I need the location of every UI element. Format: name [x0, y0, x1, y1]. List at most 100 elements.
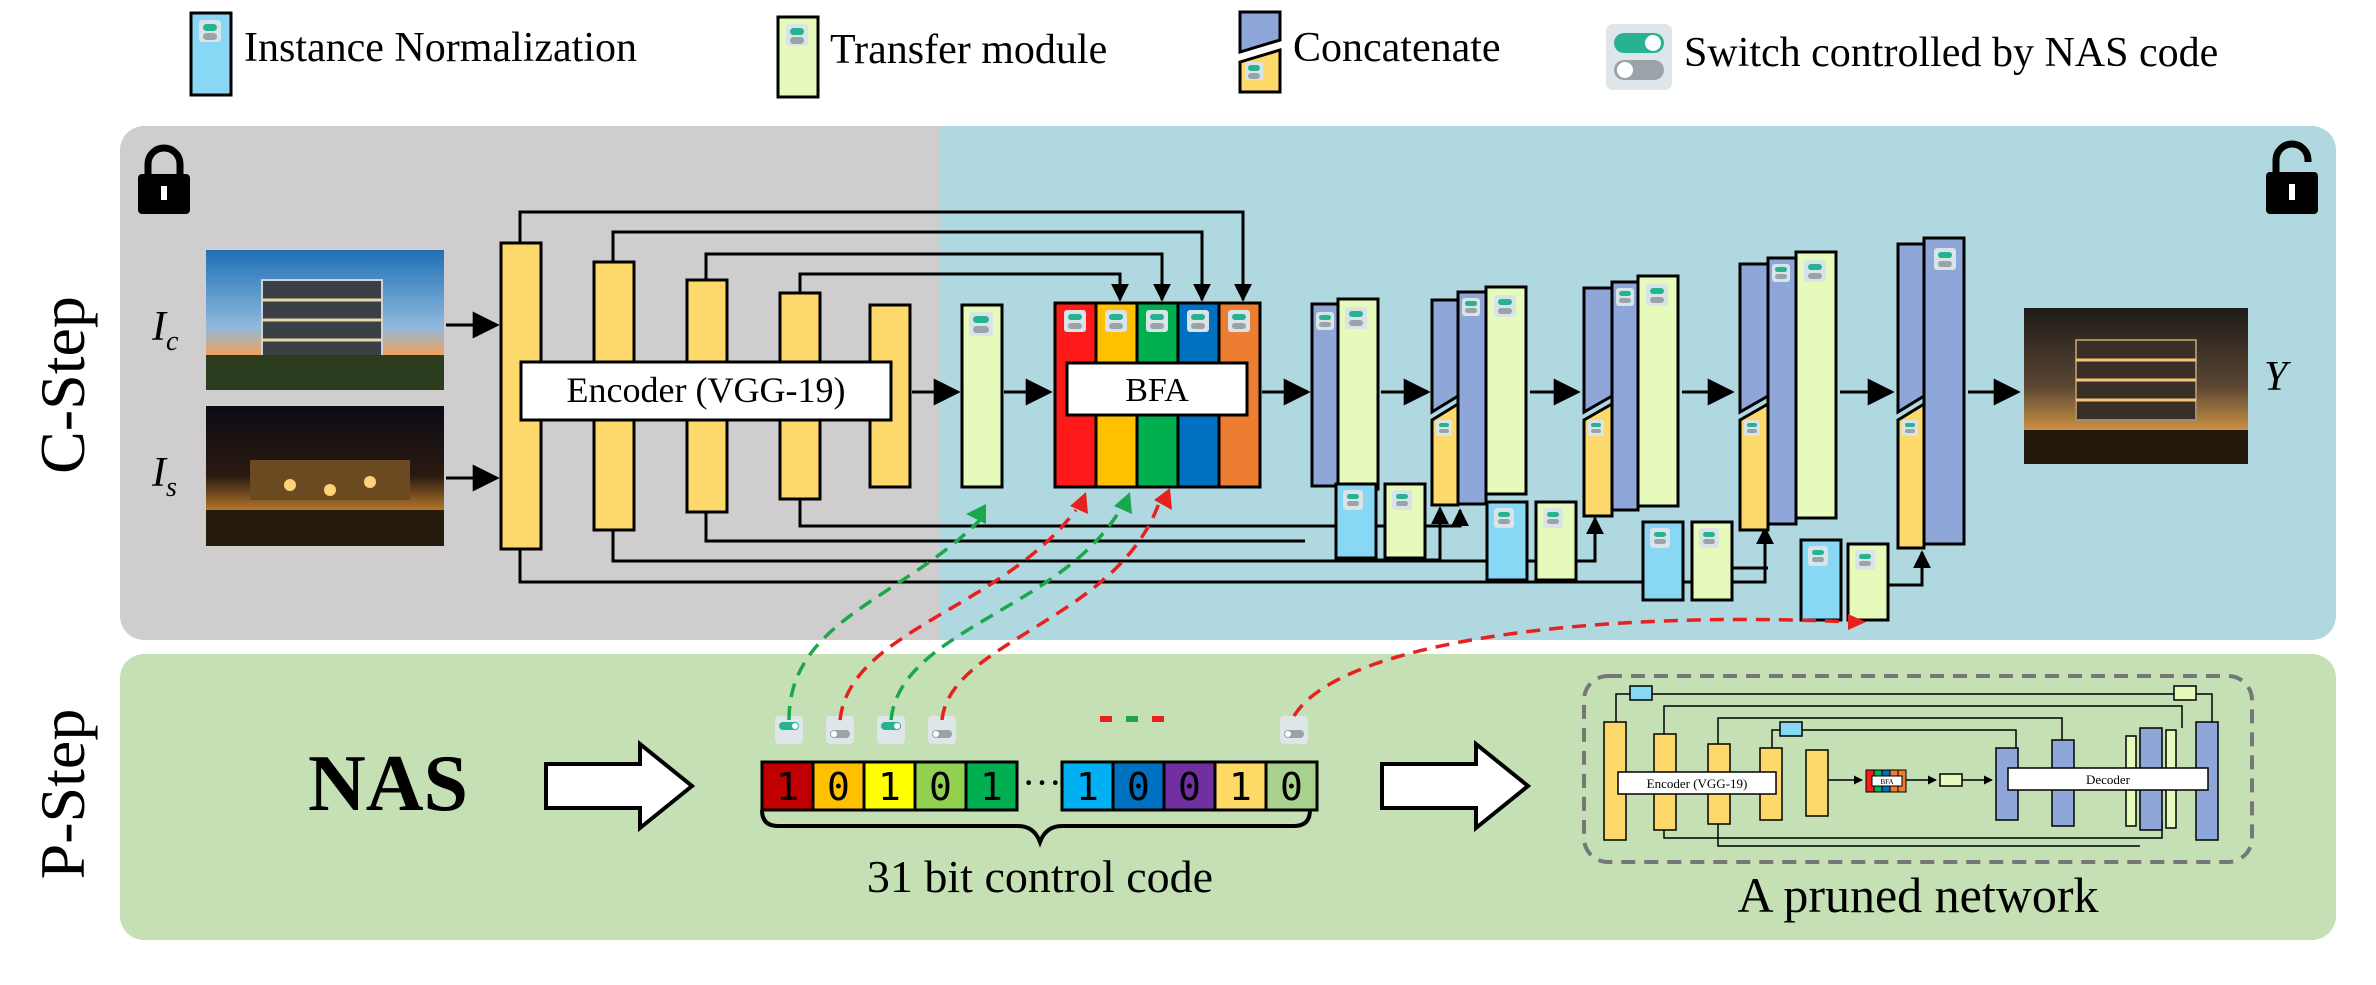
code-bit: 1 — [964, 760, 1019, 812]
switch-icon — [1543, 508, 1563, 528]
bfa-block: BFA — [1053, 301, 1262, 489]
switch-icon — [1462, 298, 1480, 316]
code-bit-value: 0 — [929, 765, 952, 809]
switch-icon — [1343, 490, 1363, 510]
switch-icon — [969, 312, 993, 336]
code-bit-value: 0 — [827, 765, 850, 809]
code-bit-value: 0 — [1127, 765, 1150, 809]
output-image — [2024, 308, 2248, 464]
legend-concat-label: Concatenate — [1293, 25, 1501, 71]
switch-icon — [786, 24, 808, 46]
skip-connections-top — [518, 210, 1252, 302]
switch-icon — [1902, 420, 1918, 436]
concat-layer — [1738, 262, 1770, 415]
switch-icon — [1105, 310, 1127, 332]
transfer-module — [1794, 250, 1838, 520]
legend-instance-norm-swatch — [189, 11, 233, 97]
code-bit-value: 1 — [776, 765, 799, 809]
concat-layer — [1582, 286, 1614, 415]
switch-icon — [1064, 310, 1086, 332]
decoder-block — [1582, 274, 1734, 602]
code-bit-value: 1 — [980, 765, 1003, 809]
switch-icon — [1616, 288, 1634, 306]
switch-icon — [199, 20, 221, 42]
decoder-block — [1310, 297, 1427, 560]
bfa-label-box — [1065, 361, 1249, 417]
skip-connections-bottom — [518, 499, 1931, 587]
switch-icon — [1808, 546, 1828, 566]
switch-icon — [1146, 310, 1168, 332]
pruned-bfa-label: BFA — [1880, 778, 1893, 786]
code-ellipsis: ··· — [1022, 760, 1062, 805]
switch-icon — [1650, 528, 1670, 548]
decoder-block — [1430, 285, 1578, 582]
switch-icon — [1345, 307, 1367, 329]
code-brace — [760, 809, 1312, 848]
code-bit-value: 1 — [878, 765, 901, 809]
transfer-module — [960, 303, 1004, 489]
style-input-label: Is — [151, 450, 177, 503]
switch-icon — [1280, 716, 1308, 744]
code-bit-value: 1 — [1229, 765, 1252, 809]
legend-transfer-swatch — [776, 15, 820, 99]
code-caption: 31 bit control code — [867, 851, 1213, 902]
code-bit: 1 — [1060, 760, 1115, 812]
decoder-block — [1738, 250, 1890, 622]
pruned-encoder-label: Encoder (VGG-19) — [1647, 776, 1748, 791]
switch-icon — [1606, 24, 1672, 90]
switch-icon — [1187, 310, 1209, 332]
concat-layer — [1896, 401, 1926, 550]
switch-icon — [775, 716, 803, 744]
content-input-label: Ic — [151, 304, 179, 357]
bfa-label: BFA — [1125, 372, 1189, 409]
switch-icon — [1804, 260, 1826, 282]
style-image — [206, 406, 444, 546]
switch-icon — [826, 716, 854, 744]
transfer-module — [1636, 274, 1680, 508]
switch-icon — [1855, 550, 1875, 570]
pruned-network: Encoder (VGG-19) BFA Decoder — [1582, 674, 2254, 864]
concat-layer — [1430, 298, 1460, 415]
transfer-module — [2173, 685, 2197, 701]
switch-icon — [1436, 420, 1452, 436]
instance-norm — [1629, 685, 1653, 701]
code-bit-value: 0 — [1280, 765, 1303, 809]
switch-icon — [1646, 284, 1668, 306]
legend-concat-swatch — [1238, 10, 1282, 94]
concat-layer — [1922, 236, 1966, 546]
c-step-label: C-Step — [27, 296, 98, 474]
switch-icon — [1245, 62, 1263, 80]
code-bit: 0 — [1162, 760, 1217, 812]
switch-icon — [1699, 528, 1719, 548]
code-bit: 1 — [862, 760, 917, 812]
code-bit-value: 0 — [1178, 765, 1201, 809]
pruned-caption: A pruned network — [1737, 867, 2098, 923]
concat-layer — [1456, 290, 1488, 506]
transfer-module — [1484, 285, 1528, 496]
instance-norm — [1779, 721, 1803, 737]
block-arrow — [544, 739, 696, 833]
code-bit: 0 — [1111, 760, 1166, 812]
switch-icon — [928, 716, 956, 744]
encoder-label-box — [519, 360, 893, 422]
code-bit: 0 — [913, 760, 968, 812]
switch-icon — [1392, 490, 1412, 510]
concat-layer — [1310, 302, 1340, 488]
code-bit: 0 — [811, 760, 866, 812]
lock-icon — [138, 144, 190, 214]
switch-icon — [1588, 420, 1604, 436]
switch-icon — [1772, 264, 1790, 282]
switch-icon — [1744, 420, 1760, 436]
content-image — [206, 250, 444, 390]
code-bit: 1 — [760, 760, 815, 812]
p-step-label: P-Step — [27, 709, 98, 880]
code-bit-value: 1 — [1076, 765, 1099, 809]
switch-icon — [1228, 310, 1250, 332]
pruned-decoder-label: Decoder — [2086, 772, 2131, 787]
switch-icon — [1934, 248, 1956, 270]
switch-icon — [1494, 295, 1516, 317]
decoder-block — [1896, 236, 1966, 550]
